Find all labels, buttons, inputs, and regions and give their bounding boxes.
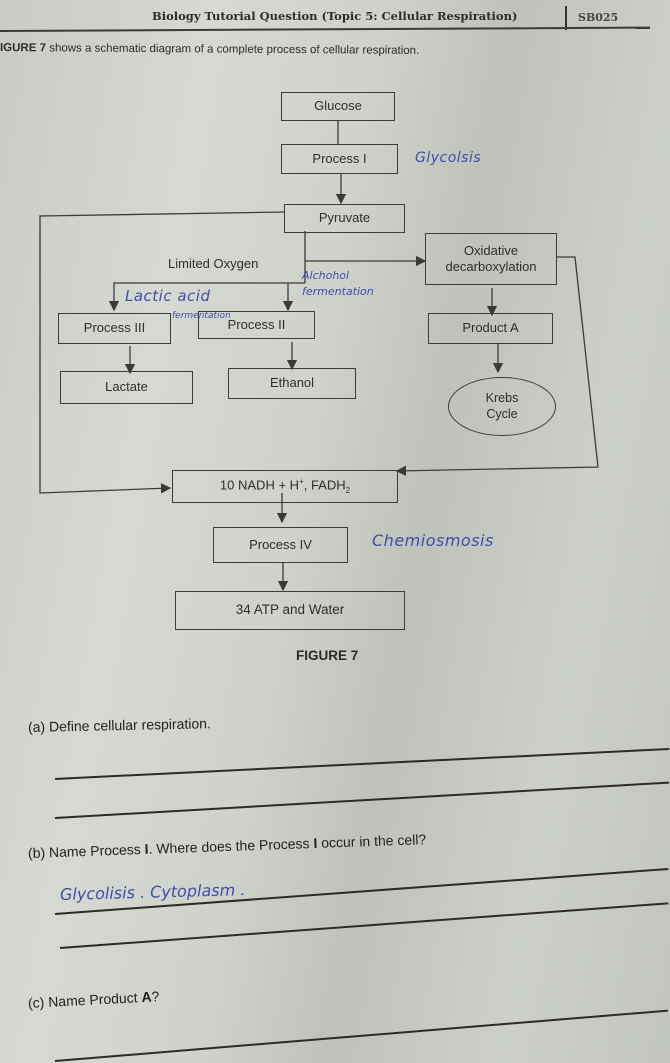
- answer-line-a2[interactable]: [54, 781, 670, 819]
- process-4-box: Process IV: [213, 527, 348, 563]
- process-3-box: Process III: [58, 313, 171, 344]
- handwritten-lactic-fermentation-note: fermentation: [172, 311, 231, 321]
- handwritten-chemiosmosis-note: Chemiosmosis: [372, 531, 494, 550]
- question-c: (c) Name Product A?: [27, 988, 160, 1011]
- krebs-line1: Krebs: [485, 390, 519, 405]
- figure-caption: FIGURE 7: [296, 648, 359, 663]
- handwritten-lactic-acid-note: Lactic acid: [125, 287, 211, 305]
- ethanol-box: Ethanol: [228, 368, 356, 399]
- answer-line-b2[interactable]: [59, 902, 669, 949]
- course-code: SB025: [578, 11, 619, 24]
- handwritten-alcohol-fermentation-note: fermentation: [302, 285, 374, 298]
- handwritten-glycolysis-note: Glycolsis: [415, 150, 482, 166]
- process-1-box: Process I: [281, 144, 398, 174]
- lactate-box: Lactate: [60, 371, 193, 404]
- process-2-box: Process II: [198, 311, 315, 339]
- pyruvate-box: Pyruvate: [284, 204, 405, 233]
- glucose-box: Glucose: [281, 92, 395, 121]
- answer-line-c1[interactable]: [54, 1009, 668, 1062]
- oxidative-decarboxylation-box: Oxidative decarboxylation: [425, 233, 557, 285]
- answer-line-a1[interactable]: [54, 747, 670, 780]
- header-divider: [565, 6, 567, 30]
- question-b: (b) Name Process I. Where does the Proce…: [27, 831, 427, 861]
- diagram-connectors: [39, 121, 599, 592]
- nadh-text: 10 NADH + H+, FADH2: [219, 477, 351, 495]
- oxidative-line1: Oxidative: [463, 242, 519, 258]
- krebs-line2: Cycle: [486, 406, 518, 421]
- product-a-box: Product A: [428, 313, 553, 344]
- oxidative-line2: decarboxylation: [445, 259, 537, 274]
- limited-oxygen-label: Limited Oxygen: [168, 256, 259, 271]
- worksheet-title: Biology Tutorial Question (Topic 5: Cell…: [152, 9, 518, 23]
- nadh-fadh2-box: 10 NADH + H+, FADH2: [172, 470, 398, 503]
- handwritten-alcohol-note: Alchohol: [302, 269, 350, 282]
- question-a: (a) Define cellular respiration.: [27, 715, 211, 735]
- atp-water-box: 34 ATP and Water: [175, 591, 405, 630]
- krebs-cycle-ellipse: Krebs Cycle: [448, 377, 556, 436]
